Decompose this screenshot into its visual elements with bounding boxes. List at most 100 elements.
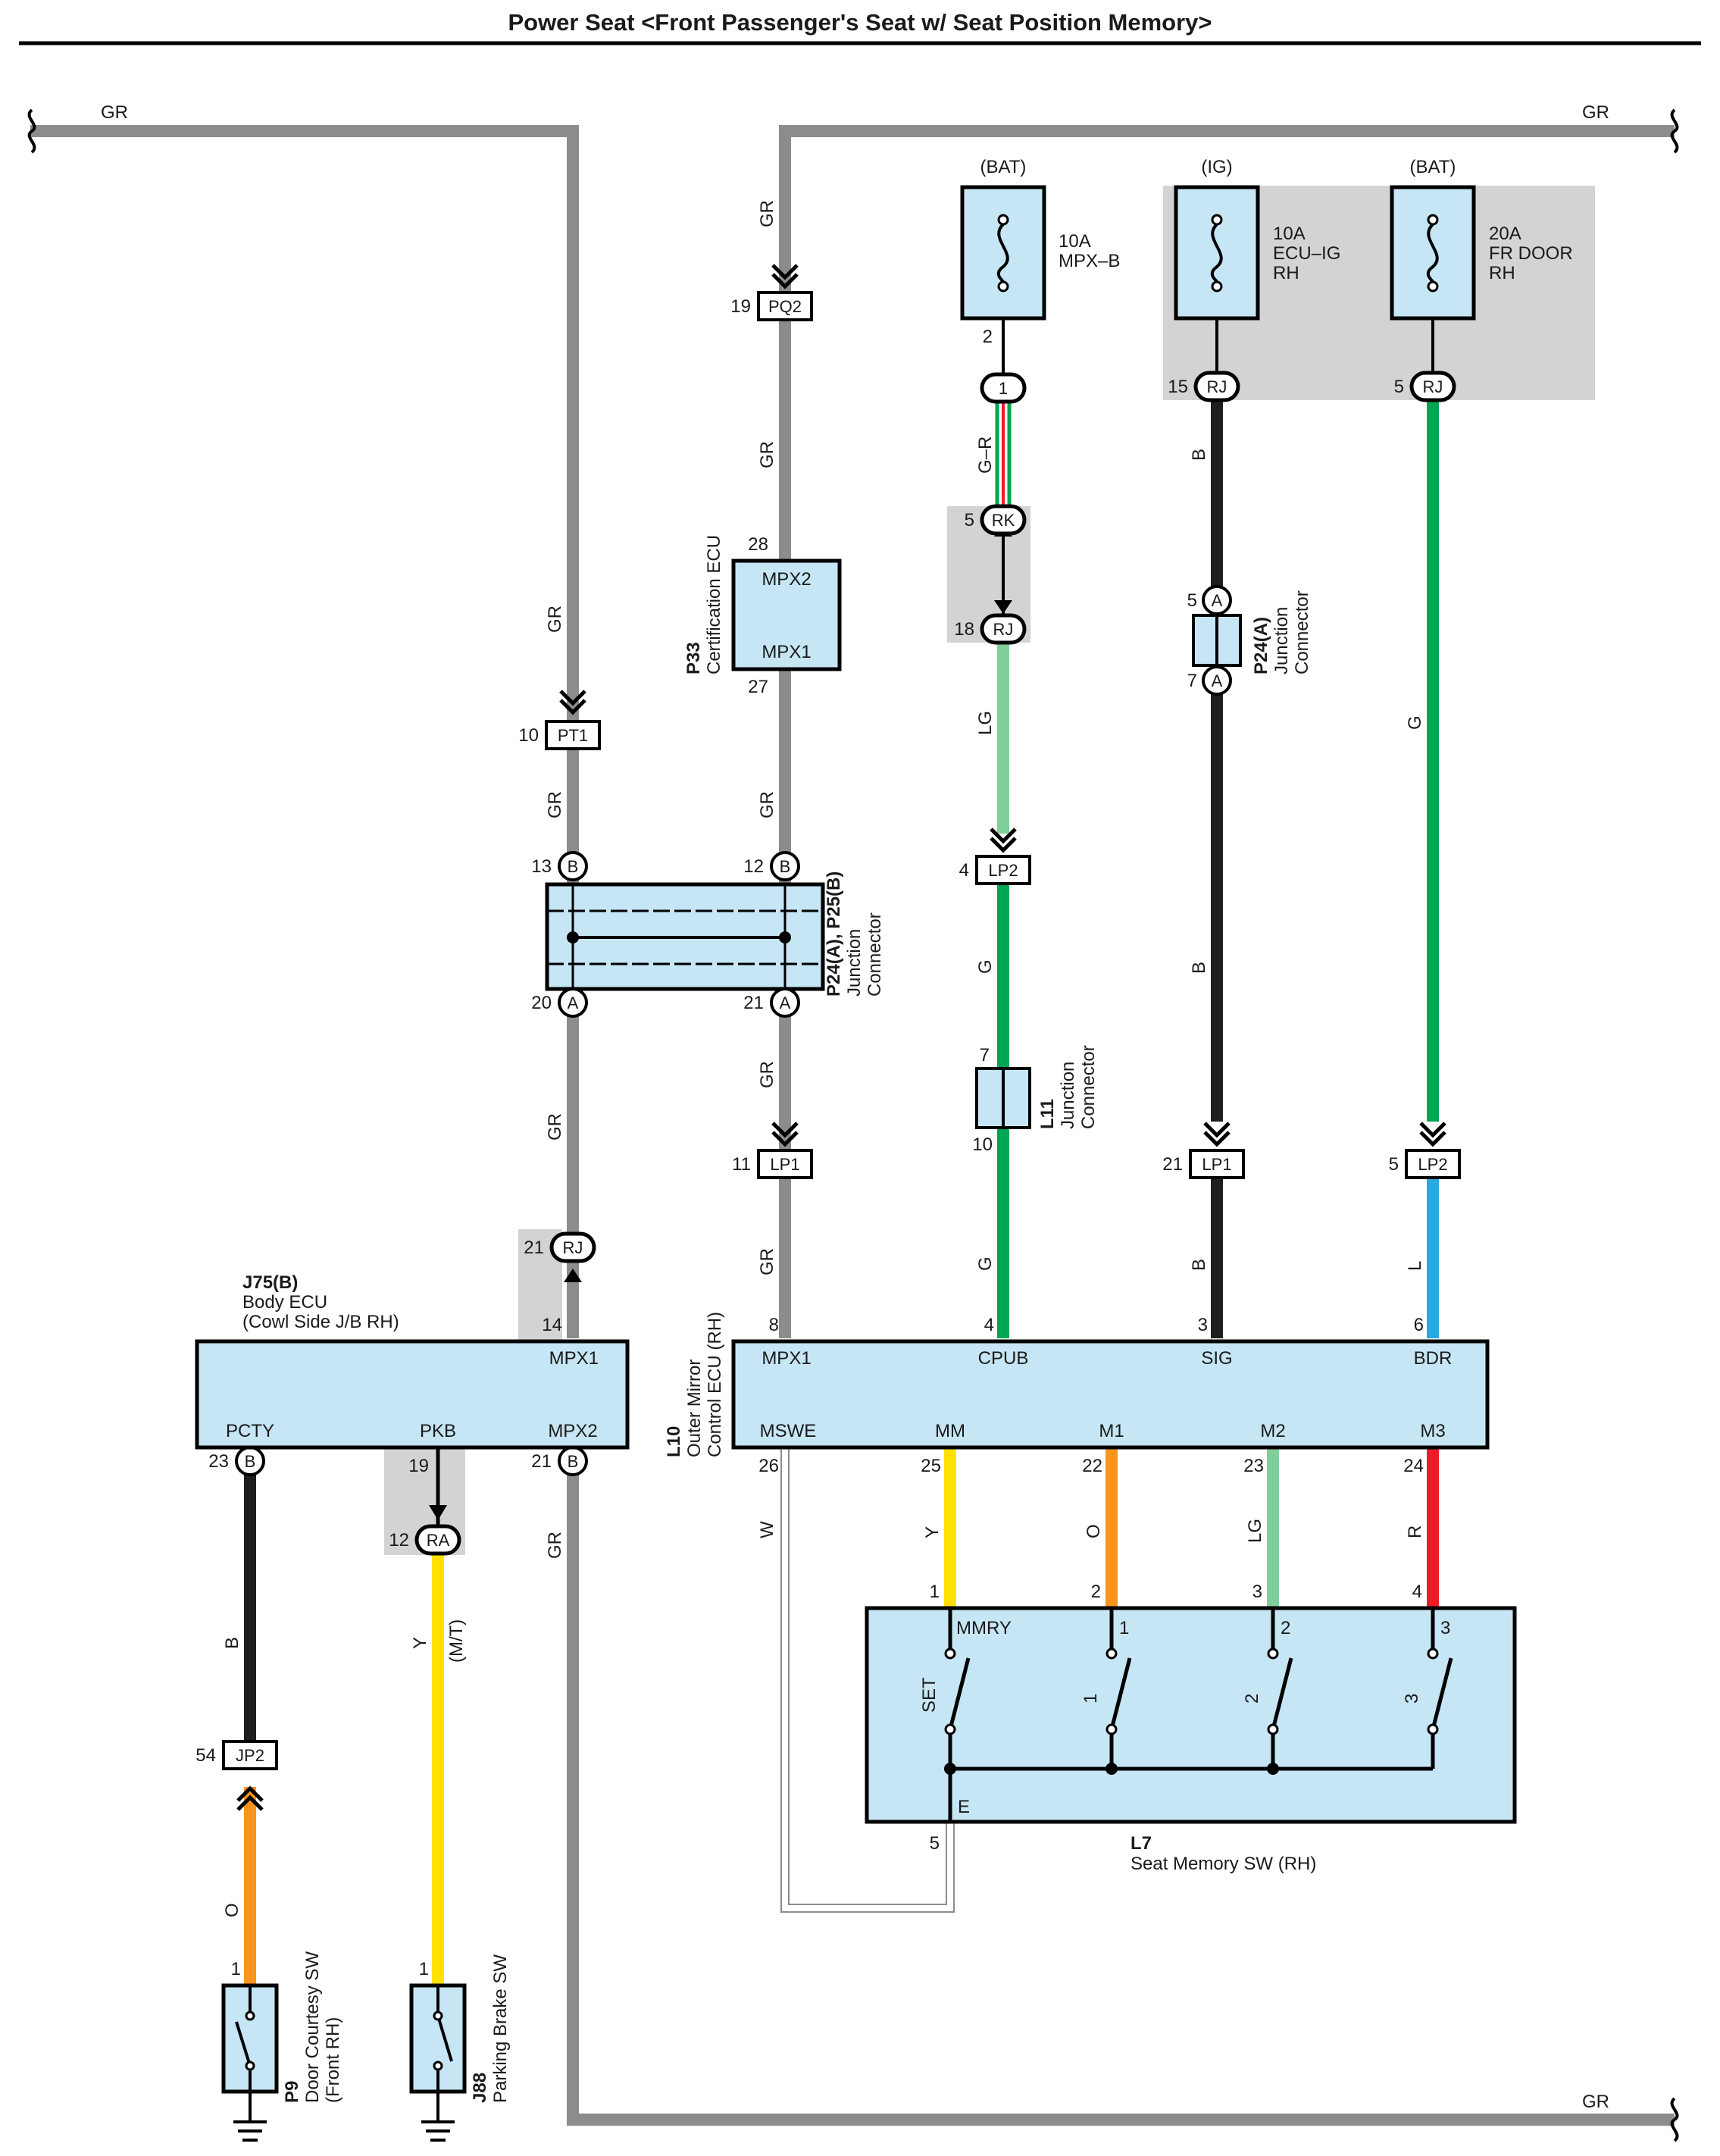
svg-text:3: 3 bbox=[1198, 1315, 1208, 1335]
connector-rj-18: RJ 18 bbox=[954, 613, 1027, 645]
terminal-b-21: B21 bbox=[531, 1446, 588, 1476]
b-wire-label-2: B bbox=[1189, 962, 1209, 974]
svg-text:RJ: RJ bbox=[1207, 377, 1227, 396]
svg-text:1: 1 bbox=[1119, 1618, 1129, 1638]
svg-text:Connector: Connector bbox=[1078, 1045, 1099, 1129]
svg-text:11: 11 bbox=[732, 1154, 751, 1175]
svg-text:10: 10 bbox=[972, 1134, 993, 1155]
svg-text:12: 12 bbox=[743, 856, 764, 877]
fuse-ecu-ig-rh: 10A ECU–IG RH bbox=[1174, 185, 1340, 327]
svg-text:FR DOOR: FR DOOR bbox=[1489, 243, 1573, 264]
svg-text:Junction: Junction bbox=[844, 929, 865, 997]
gr-left-label-3: GR bbox=[545, 1113, 565, 1141]
svg-text:2: 2 bbox=[1091, 1582, 1101, 1602]
svg-text:23: 23 bbox=[208, 1451, 229, 1472]
connector-rj-5: RJ 5 bbox=[1394, 371, 1456, 402]
svg-text:A: A bbox=[568, 994, 579, 1012]
connector-jp2: JP2 54 bbox=[195, 1740, 278, 1770]
connector-rj-21-body: RJ 21 bbox=[524, 1231, 596, 1263]
connector-rk: RK 5 bbox=[965, 504, 1027, 536]
connector-pt1: PT1 10 bbox=[518, 720, 601, 750]
svg-text:P24(A), P25(B): P24(A), P25(B) bbox=[824, 871, 844, 997]
svg-text:J75(B): J75(B) bbox=[242, 1272, 298, 1293]
svg-text:Connector: Connector bbox=[1292, 590, 1312, 674]
svg-text:10A: 10A bbox=[1273, 224, 1306, 244]
svg-text:19: 19 bbox=[408, 1456, 429, 1476]
svg-text:21: 21 bbox=[1162, 1154, 1183, 1175]
svg-text:SIG: SIG bbox=[1201, 1348, 1232, 1369]
svg-text:RA: RA bbox=[427, 1531, 450, 1550]
svg-text:18: 18 bbox=[954, 619, 974, 640]
svg-text:Body ECU: Body ECU bbox=[242, 1292, 327, 1313]
svg-text:2: 2 bbox=[1242, 1694, 1262, 1704]
svg-text:4: 4 bbox=[984, 1315, 994, 1335]
connector-pq2: PQ2 19 bbox=[730, 291, 813, 321]
svg-text:Seat Memory SW (RH): Seat Memory SW (RH) bbox=[1131, 1854, 1316, 1874]
svg-text:8: 8 bbox=[769, 1315, 779, 1335]
g-wire-label-1: G bbox=[975, 959, 996, 974]
lg-m2-wire-label: LG bbox=[1245, 1519, 1265, 1543]
mt-label: (M/T) bbox=[446, 1619, 467, 1663]
gr-bus-left-label: GR bbox=[101, 102, 128, 123]
p9-door-courtesy-sw: 1 P9 Door Courtesy SW (Front RH) bbox=[221, 1951, 343, 2142]
svg-text:21: 21 bbox=[531, 1451, 552, 1472]
o-m1-wire-label: O bbox=[1084, 1524, 1104, 1538]
svg-text:SET: SET bbox=[919, 1677, 940, 1713]
svg-text:RK: RK bbox=[992, 511, 1015, 530]
o-courtesy-wire-label: O bbox=[222, 1903, 242, 1917]
svg-text:2: 2 bbox=[983, 327, 993, 347]
svg-text:PQ2: PQ2 bbox=[768, 297, 802, 316]
svg-text:5: 5 bbox=[1394, 377, 1404, 397]
svg-text:10A: 10A bbox=[1059, 231, 1091, 252]
svg-text:B: B bbox=[568, 857, 579, 876]
connector-ra: RA 12 bbox=[389, 1524, 461, 1556]
svg-text:23: 23 bbox=[1243, 1456, 1264, 1476]
svg-text:13: 13 bbox=[531, 856, 552, 877]
connector-lp2-right: LP2 5 bbox=[1389, 1149, 1461, 1179]
terminal-a-7: A7 bbox=[1187, 665, 1232, 696]
svg-text:LP1: LP1 bbox=[770, 1155, 799, 1174]
svg-text:12: 12 bbox=[389, 1530, 409, 1551]
svg-text:MM: MM bbox=[935, 1421, 965, 1441]
svg-text:LP2: LP2 bbox=[1418, 1155, 1447, 1174]
svg-text:(Front RH): (Front RH) bbox=[323, 2017, 343, 2103]
gr-left-label-4: GR bbox=[545, 1532, 565, 1559]
gr-mid-label-2: GR bbox=[757, 441, 777, 468]
svg-text:3: 3 bbox=[1402, 1694, 1422, 1704]
svg-text:P9: P9 bbox=[282, 2081, 302, 2103]
terminal-b-23: B23 bbox=[208, 1446, 265, 1476]
svg-text:Parking Brake SW: Parking Brake SW bbox=[490, 1954, 511, 2103]
terminal-a-5: A5 bbox=[1187, 585, 1232, 615]
svg-text:26: 26 bbox=[758, 1456, 779, 1476]
svg-text:A: A bbox=[1212, 671, 1223, 690]
g-r-wire-label: G–R bbox=[975, 437, 996, 474]
gr-mid-label-4: GR bbox=[757, 1061, 777, 1088]
supply-bat-1: (BAT) bbox=[980, 157, 1027, 177]
svg-text:Certification ECU: Certification ECU bbox=[704, 535, 724, 674]
p24a-p25b-junction-connector: P24(A), P25(B) Junction Connector bbox=[545, 871, 885, 997]
l7-seat-memory-sw: 1 2 3 4 5 MMRY 1 2 3 SET 1 2 3 E bbox=[865, 1582, 1517, 1874]
page-title: Power Seat <Front Passenger's Seat w/ Se… bbox=[508, 9, 1212, 36]
svg-text:LP2: LP2 bbox=[988, 861, 1018, 880]
svg-text:10: 10 bbox=[518, 725, 539, 746]
svg-text:5: 5 bbox=[1389, 1154, 1399, 1175]
connector-rj-15: RJ 15 bbox=[1168, 371, 1240, 402]
svg-text:6: 6 bbox=[1414, 1315, 1424, 1335]
svg-text:MPX2: MPX2 bbox=[548, 1421, 597, 1441]
supply-ig: (IG) bbox=[1201, 157, 1232, 177]
svg-text:24: 24 bbox=[1403, 1456, 1424, 1476]
svg-text:L7: L7 bbox=[1131, 1833, 1152, 1854]
l10-outer-mirror-control-ecu: MPX1 CPUB SIG BDR MSWE MM M1 M2 M3 8 4 3… bbox=[664, 1312, 1490, 1476]
svg-text:L10: L10 bbox=[664, 1426, 684, 1457]
connector-chevrons bbox=[236, 264, 1446, 1811]
w-wire-mswe bbox=[780, 1446, 955, 1913]
svg-text:MPX1: MPX1 bbox=[549, 1348, 599, 1369]
svg-text:ECU–IG: ECU–IG bbox=[1273, 243, 1340, 264]
svg-text:1: 1 bbox=[1080, 1694, 1101, 1704]
svg-text:20A: 20A bbox=[1489, 224, 1521, 244]
svg-text:BDR: BDR bbox=[1414, 1348, 1453, 1369]
b-wire-label-3: B bbox=[1189, 1259, 1209, 1271]
svg-text:54: 54 bbox=[195, 1745, 216, 1766]
y-mm-wire-label: Y bbox=[922, 1526, 943, 1538]
